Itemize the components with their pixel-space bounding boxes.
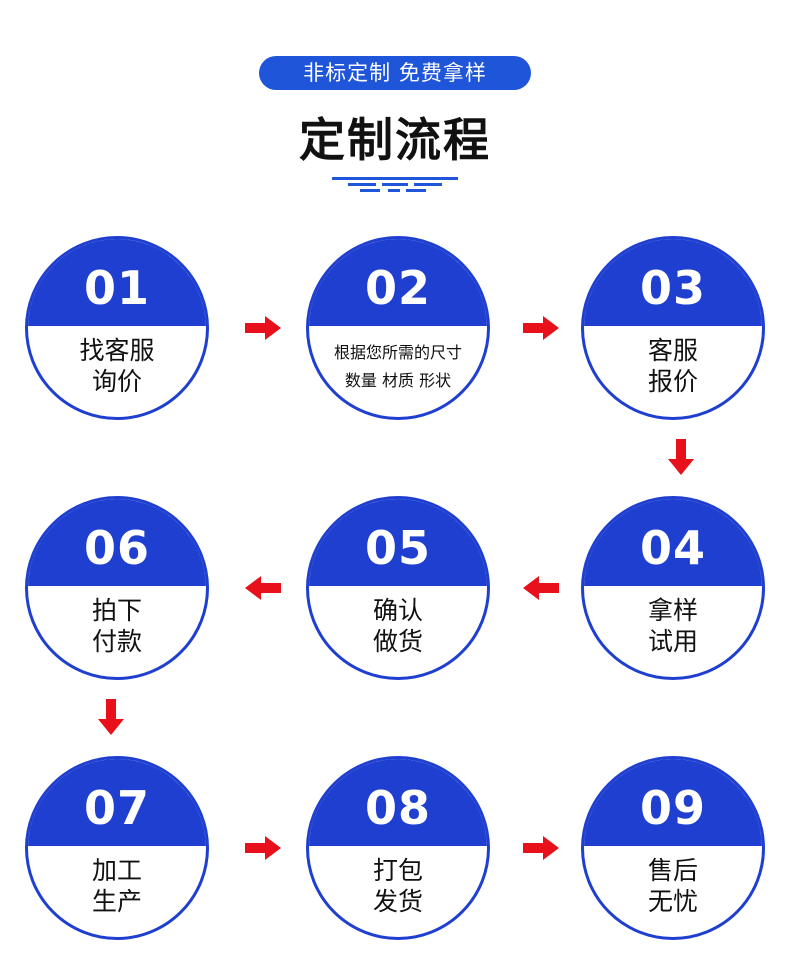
step-text: 根据您所需的尺寸 数量 材质 形状 — [315, 339, 481, 395]
step-08: 08 打包 发货 — [306, 756, 490, 940]
step-text: 确认 做货 — [315, 595, 481, 657]
step-number: 06 — [83, 521, 150, 575]
step-text-line2: 做货 — [372, 627, 423, 656]
step-cap — [28, 239, 206, 326]
step-cap — [28, 499, 206, 586]
step-text-line1: 拍下 — [91, 596, 142, 625]
step-06: 06 拍下 付款 — [25, 496, 209, 680]
step-text: 拍下 付款 — [34, 595, 200, 657]
arrow-down-icon — [98, 699, 124, 735]
step-text-line1: 根据您所需的尺寸 — [333, 343, 462, 362]
step-number: 09 — [639, 781, 706, 835]
step-text-line1: 拿样 — [647, 596, 698, 625]
step-text: 售后 无忧 — [590, 855, 756, 917]
step-04: 04 拿样 试用 — [581, 496, 765, 680]
page-title: 定制流程 — [299, 113, 491, 167]
step-cap — [584, 759, 762, 846]
step-number: 01 — [83, 261, 150, 315]
step-09: 09 售后 无忧 — [581, 756, 765, 940]
step-number: 05 — [364, 521, 431, 575]
step-text-line2: 付款 — [91, 627, 142, 656]
step-text-line2: 报价 — [647, 367, 698, 396]
step-text: 找客服 询价 — [34, 335, 200, 397]
step-text: 拿样 试用 — [590, 595, 756, 657]
step-cap — [309, 239, 487, 326]
arrow-left-icon — [245, 576, 281, 600]
step-07: 07 加工 生产 — [25, 756, 209, 940]
step-number: 04 — [639, 521, 706, 575]
step-text: 加工 生产 — [34, 855, 200, 917]
step-text-line1: 加工 — [91, 856, 142, 885]
step-cap — [309, 759, 487, 846]
arrow-right-icon — [245, 836, 281, 860]
step-text-line2: 发货 — [372, 887, 423, 916]
step-text-line1: 售后 — [647, 856, 698, 885]
step-text-line1: 找客服 — [79, 336, 155, 365]
arrow-right-icon — [245, 316, 281, 340]
step-03: 03 客服 报价 — [581, 236, 765, 420]
step-text-line2: 生产 — [91, 887, 142, 916]
step-text: 客服 报价 — [590, 335, 756, 397]
step-number: 03 — [639, 261, 706, 315]
arrow-down-icon — [668, 439, 694, 475]
step-02: 02 根据您所需的尺寸 数量 材质 形状 — [306, 236, 490, 420]
step-text-line2: 无忧 — [647, 887, 698, 916]
step-number: 07 — [83, 781, 150, 835]
step-text-line2: 试用 — [647, 627, 698, 656]
step-cap — [584, 239, 762, 326]
step-number: 02 — [364, 261, 431, 315]
step-text-line2: 询价 — [91, 367, 142, 396]
step-05: 05 确认 做货 — [306, 496, 490, 680]
step-cap — [309, 499, 487, 586]
step-cap — [584, 499, 762, 586]
title-decoration — [332, 177, 458, 192]
step-01: 01 找客服 询价 — [25, 236, 209, 420]
step-number: 08 — [364, 781, 431, 835]
step-text-line1: 客服 — [647, 336, 698, 365]
header-badge: 非标定制 免费拿样 — [259, 56, 531, 90]
step-text: 打包 发货 — [315, 855, 481, 917]
step-text-line1: 确认 — [372, 596, 423, 625]
step-cap — [28, 759, 206, 846]
step-text-line1: 打包 — [372, 856, 423, 885]
step-text-line2: 数量 材质 形状 — [344, 371, 452, 390]
arrow-right-icon — [523, 836, 559, 860]
arrow-right-icon — [523, 316, 559, 340]
arrow-left-icon — [523, 576, 559, 600]
